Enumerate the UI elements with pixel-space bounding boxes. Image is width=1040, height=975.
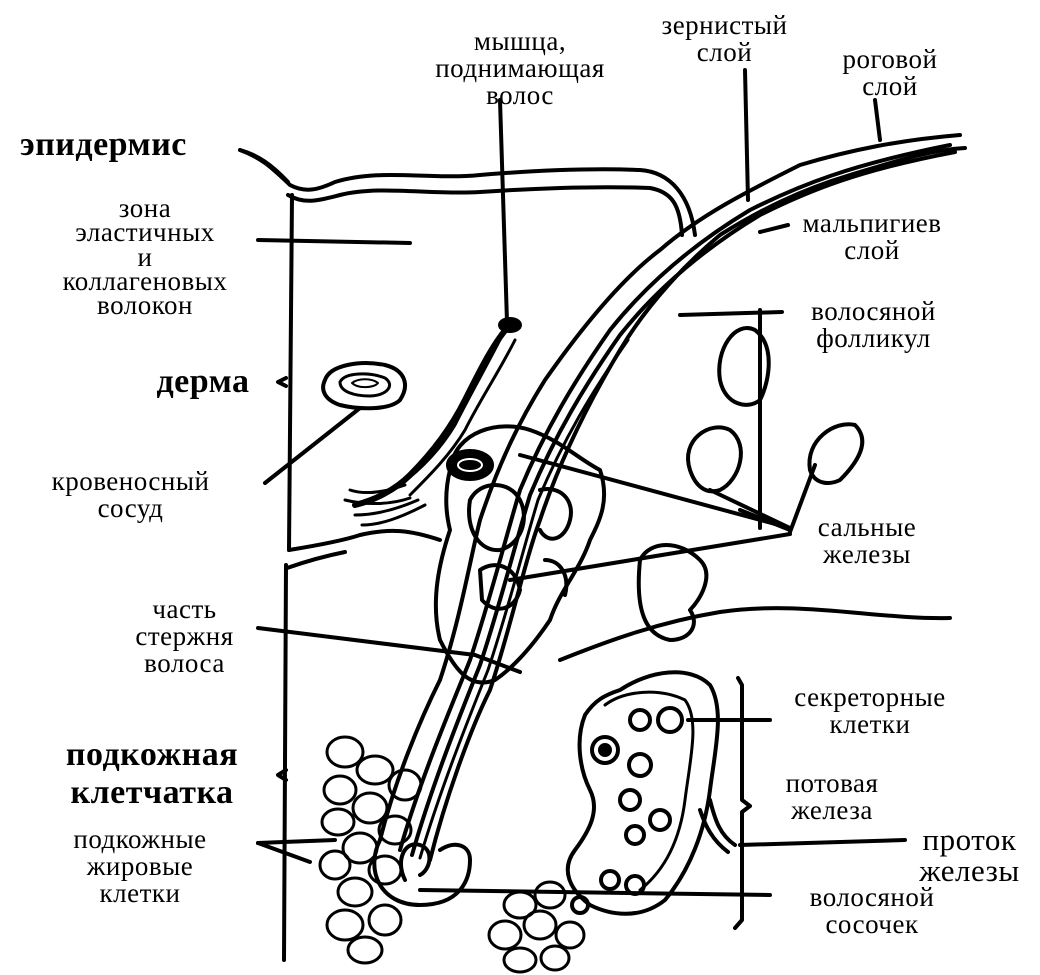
sebaceous-lobule-2 [540, 489, 571, 539]
label-secretory-cells: секреторные клетки [770, 684, 970, 738]
leader-granular [745, 70, 748, 200]
secretory-cell-5 [620, 790, 640, 810]
label-sweat-gland: потовая железа [752, 770, 912, 824]
label-gland-duct: проток железы [902, 824, 1037, 886]
label-hair-follicle: волосяной фолликул [786, 298, 961, 352]
sebaceous-dark-cell [448, 451, 492, 479]
subcutaneous-bracket [278, 565, 286, 960]
leader-sebaceous-2 [740, 510, 790, 530]
arrector-pili-attachment [500, 319, 520, 331]
secretory-cell-1 [630, 710, 650, 730]
fat-cells-bottom [489, 882, 584, 972]
secretory-cell-6 [650, 810, 670, 830]
label-muscle: мышца, поднимающая волос [420, 28, 620, 109]
label-sebaceous-glands: сальные железы [792, 514, 942, 568]
label-fat-cells: подкожные жировые клетки [25, 826, 255, 907]
blood-vessel-outer [323, 363, 405, 408]
dermis-boundary-line [287, 531, 440, 568]
leader-muscle [500, 100, 507, 322]
leader-elastic-zone [258, 240, 410, 243]
leader-fat-cells [258, 840, 335, 843]
secretory-cell-2 [658, 708, 682, 732]
sebaceous-right-lobe-3 [639, 545, 707, 640]
leader-sebaceous-4 [510, 534, 790, 580]
secretory-cell-4 [629, 754, 651, 776]
sebaceous-right-lobe-4 [809, 424, 862, 483]
label-subcutaneous-tissue: подкожная клетчатка [32, 736, 272, 812]
leader-follicle [680, 312, 782, 315]
leader-horny [875, 100, 880, 140]
leader-blood-vessel [265, 408, 360, 483]
secretory-cell-7 [626, 826, 644, 844]
sebaceous-right-lobe-2 [688, 427, 741, 491]
blood-vessel-core [352, 379, 378, 387]
arrector-pili-muscle [355, 325, 510, 505]
label-elastic-zone: зона эластичных и коллагеновых волокон [20, 196, 270, 317]
label-dermis: дерма [138, 365, 268, 399]
label-hair-shaft: часть стержня волоса [112, 596, 257, 677]
blood-vessel-inner [340, 374, 390, 396]
secretory-cell-3-core [600, 745, 610, 755]
dermis-bracket [278, 195, 292, 550]
label-horny-layer: роговой слой [820, 46, 960, 100]
secretory-cell-10 [572, 897, 588, 913]
secretory-cell-8 [601, 871, 619, 889]
epidermis-inner-line [288, 187, 682, 235]
sweat-gland-bracket [735, 678, 750, 928]
dermis-boundary-right [560, 608, 950, 660]
leader-papilla [420, 890, 770, 895]
label-epidermis: эпидермис [20, 128, 187, 162]
label-hair-papilla: волосяной сосочек [772, 884, 972, 938]
sebaceous-lobule-1 [469, 485, 524, 550]
label-malpighian-layer: мальпигиев слой [782, 210, 962, 264]
label-blood-vessel: кровеносный сосуд [8, 468, 253, 522]
label-granular-layer: зернистый слой [632, 12, 817, 66]
leader-duct [740, 840, 905, 845]
